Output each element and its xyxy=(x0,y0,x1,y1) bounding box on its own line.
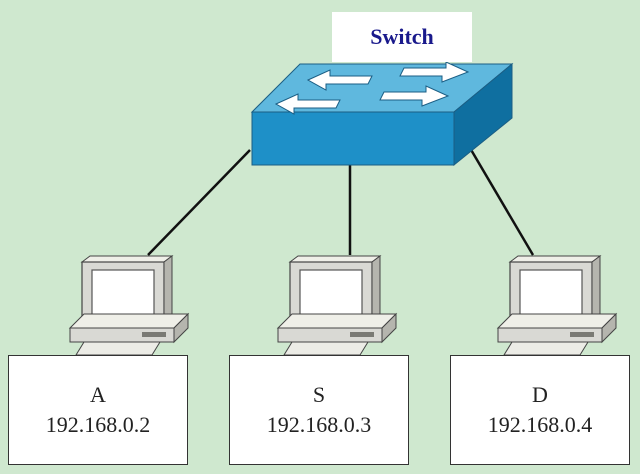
host-a-ip: 192.168.0.2 xyxy=(45,412,151,437)
host-d-ip: 192.168.0.4 xyxy=(487,412,593,437)
link-switch-a xyxy=(147,149,251,256)
switch-icon xyxy=(250,61,514,167)
computer-s-icon xyxy=(276,255,398,356)
host-a-box: A 192.168.0.2 xyxy=(8,355,188,465)
link-switch-d xyxy=(468,147,535,256)
host-s-name: S xyxy=(312,382,326,407)
switch-front-face xyxy=(251,111,455,166)
computer-d-icon xyxy=(496,255,618,356)
host-a-name: A xyxy=(90,382,106,407)
host-s-box: S 192.168.0.3 xyxy=(229,355,409,465)
switch-label-box: Switch xyxy=(332,12,472,62)
switch-side-face xyxy=(453,62,513,167)
switch-arrows-icon xyxy=(274,61,470,115)
host-s-ip: 192.168.0.3 xyxy=(266,412,372,437)
computer-a-icon xyxy=(68,255,190,356)
switch-label: Switch xyxy=(370,24,434,49)
host-d-name: D xyxy=(532,382,548,407)
connection-lines xyxy=(147,147,535,256)
host-d-box: D 192.168.0.4 xyxy=(450,355,630,465)
